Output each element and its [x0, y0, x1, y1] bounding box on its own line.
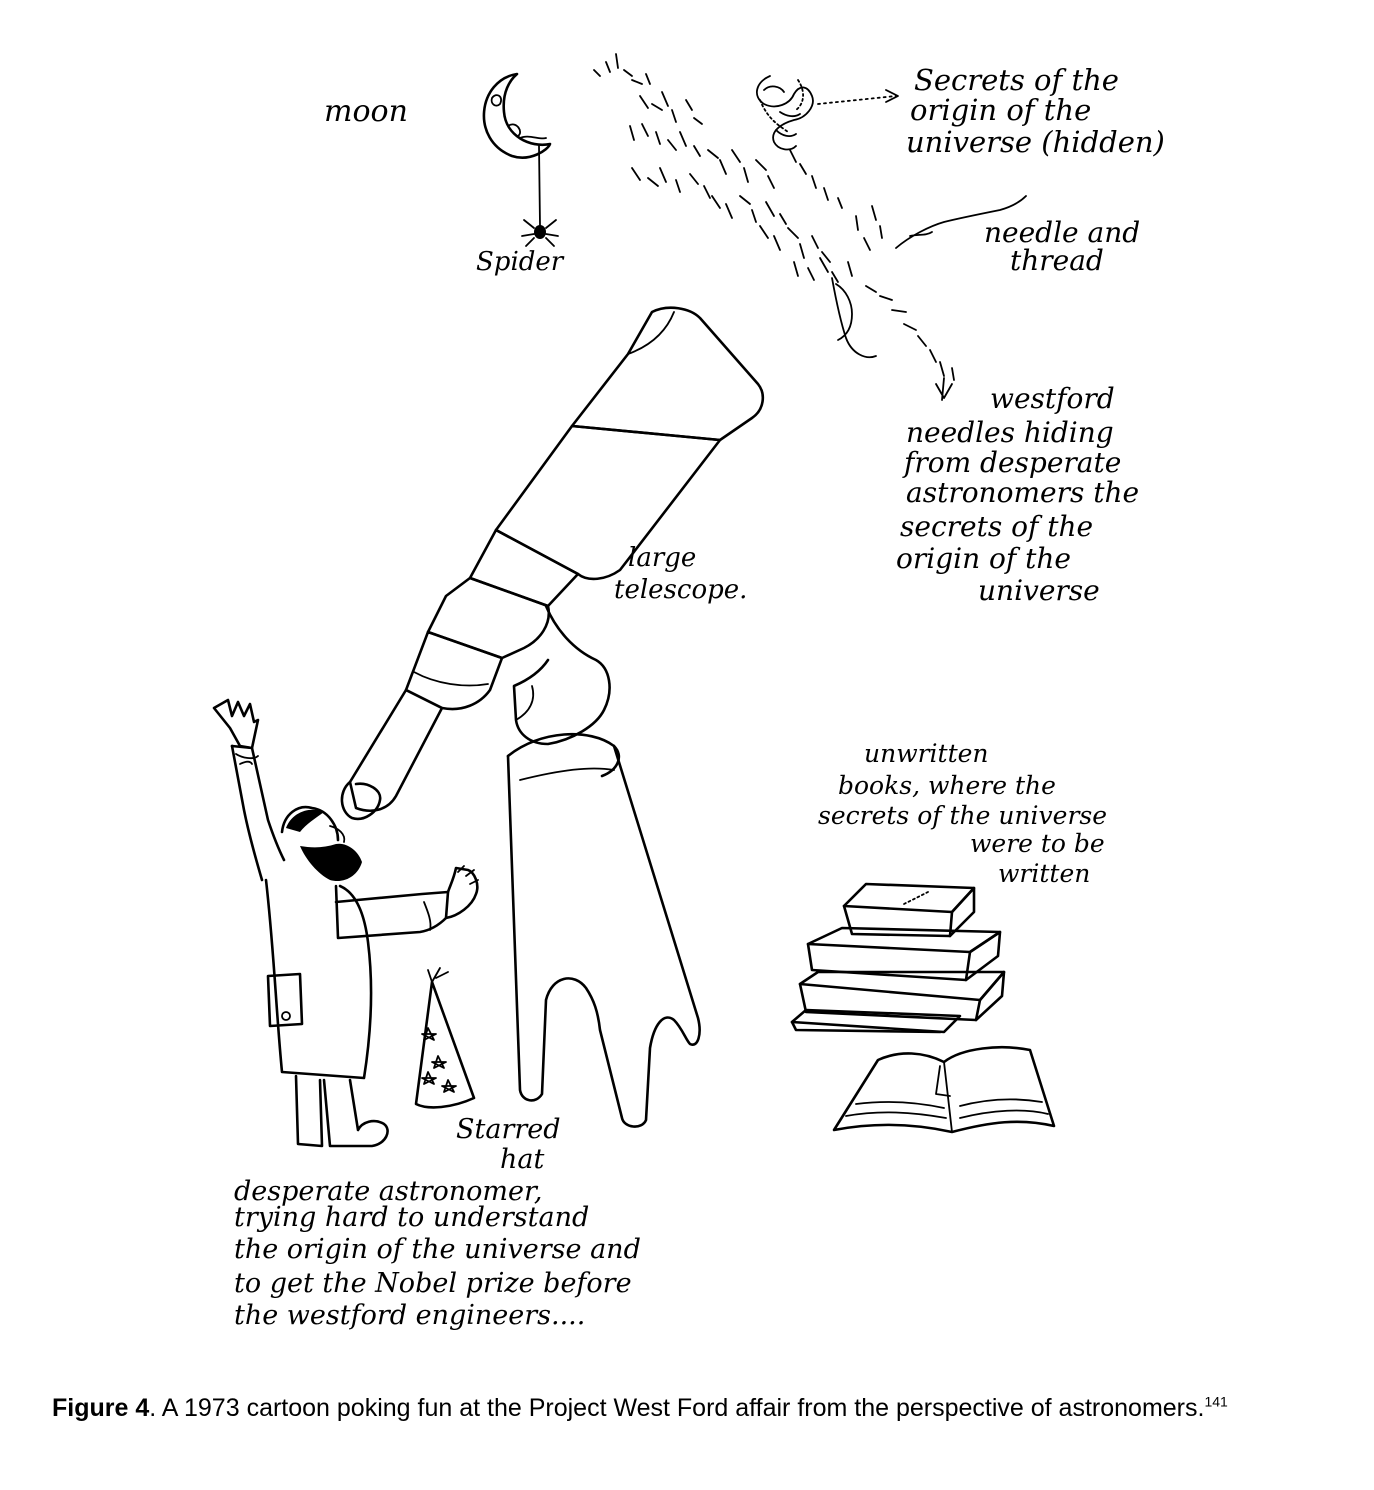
label-hat: Starred hat [456, 1114, 561, 1175]
label-westford-line: origin of the [896, 542, 1071, 575]
books-stack-drawing [790, 882, 1006, 1034]
label-secrets-line: universe (hidden) [906, 125, 1165, 159]
telescope-drawing [340, 306, 765, 1128]
label-secrets-hidden: Secrets of the origin of the universe (h… [906, 63, 1165, 159]
figure-caption: Figure 4. A 1973 cartoon poking fun at t… [52, 1394, 1336, 1423]
label-astronomer-line: to get the Nobel prize before [234, 1268, 632, 1299]
label-needle-thread: needle and thread [984, 216, 1140, 277]
label-books-line: written [998, 859, 1090, 888]
label-westford-line: westford [990, 382, 1115, 415]
label-astronomer: desperate astronomer, trying hard to und… [234, 1176, 641, 1331]
label-moon: moon [324, 94, 408, 129]
label-westford-line: needles hiding [906, 416, 1114, 449]
label-books-line: unwritten [864, 739, 989, 768]
secrets-arrow [817, 89, 899, 105]
label-books: unwritten books, where the secrets of th… [818, 739, 1107, 888]
secrets-blob [756, 75, 814, 151]
label-spider: Spider [476, 247, 565, 277]
caption-footnote-ref: 141 [1204, 1393, 1228, 1410]
starred-hat-drawing [414, 967, 476, 1109]
label-hat-line: hat [500, 1144, 544, 1175]
caption-figure-label: Figure 4 [52, 1394, 150, 1422]
label-astronomer-line: the origin of the universe and [234, 1234, 641, 1265]
label-secrets-line: origin of the [910, 93, 1091, 127]
label-westford-line: astronomers the [906, 476, 1139, 509]
moon-drawing [482, 72, 552, 159]
caption-text: . A 1973 cartoon poking fun at the Proje… [149, 1394, 1205, 1422]
label-astronomer-line: desperate astronomer, [234, 1176, 543, 1207]
label-telescope-line: large [628, 543, 696, 573]
label-telescope-line: telescope. [614, 575, 747, 605]
label-hat-line: Starred [456, 1114, 561, 1145]
label-secrets-line: Secrets of the [914, 63, 1119, 97]
label-astronomer-line: the westford engineers.... [234, 1300, 585, 1331]
needles-cloud [593, 53, 955, 401]
label-needle-line: needle and [984, 216, 1140, 249]
label-books-line: books, where the [838, 771, 1056, 800]
label-westford-needles: westford needles hiding from desperate a… [896, 382, 1139, 607]
spider-drawing [521, 145, 559, 247]
label-westford-line: secrets of the [900, 510, 1093, 543]
label-needle-line: thread [1010, 244, 1104, 277]
label-telescope: large telescope. [614, 543, 747, 605]
label-westford-line: universe [978, 574, 1100, 607]
astronomer-drawing [212, 698, 479, 1148]
label-astronomer-line: trying hard to understand [234, 1202, 589, 1233]
cartoon-illustration: moon Spider Secrets of the origin of the… [212, 53, 1165, 1331]
label-books-line: secrets of the universe [818, 801, 1107, 830]
label-books-line: were to be [970, 829, 1105, 858]
needle-and-thread-drawing [831, 195, 1027, 359]
label-westford-line: from desperate [902, 446, 1121, 479]
open-book-drawing [832, 1046, 1056, 1134]
